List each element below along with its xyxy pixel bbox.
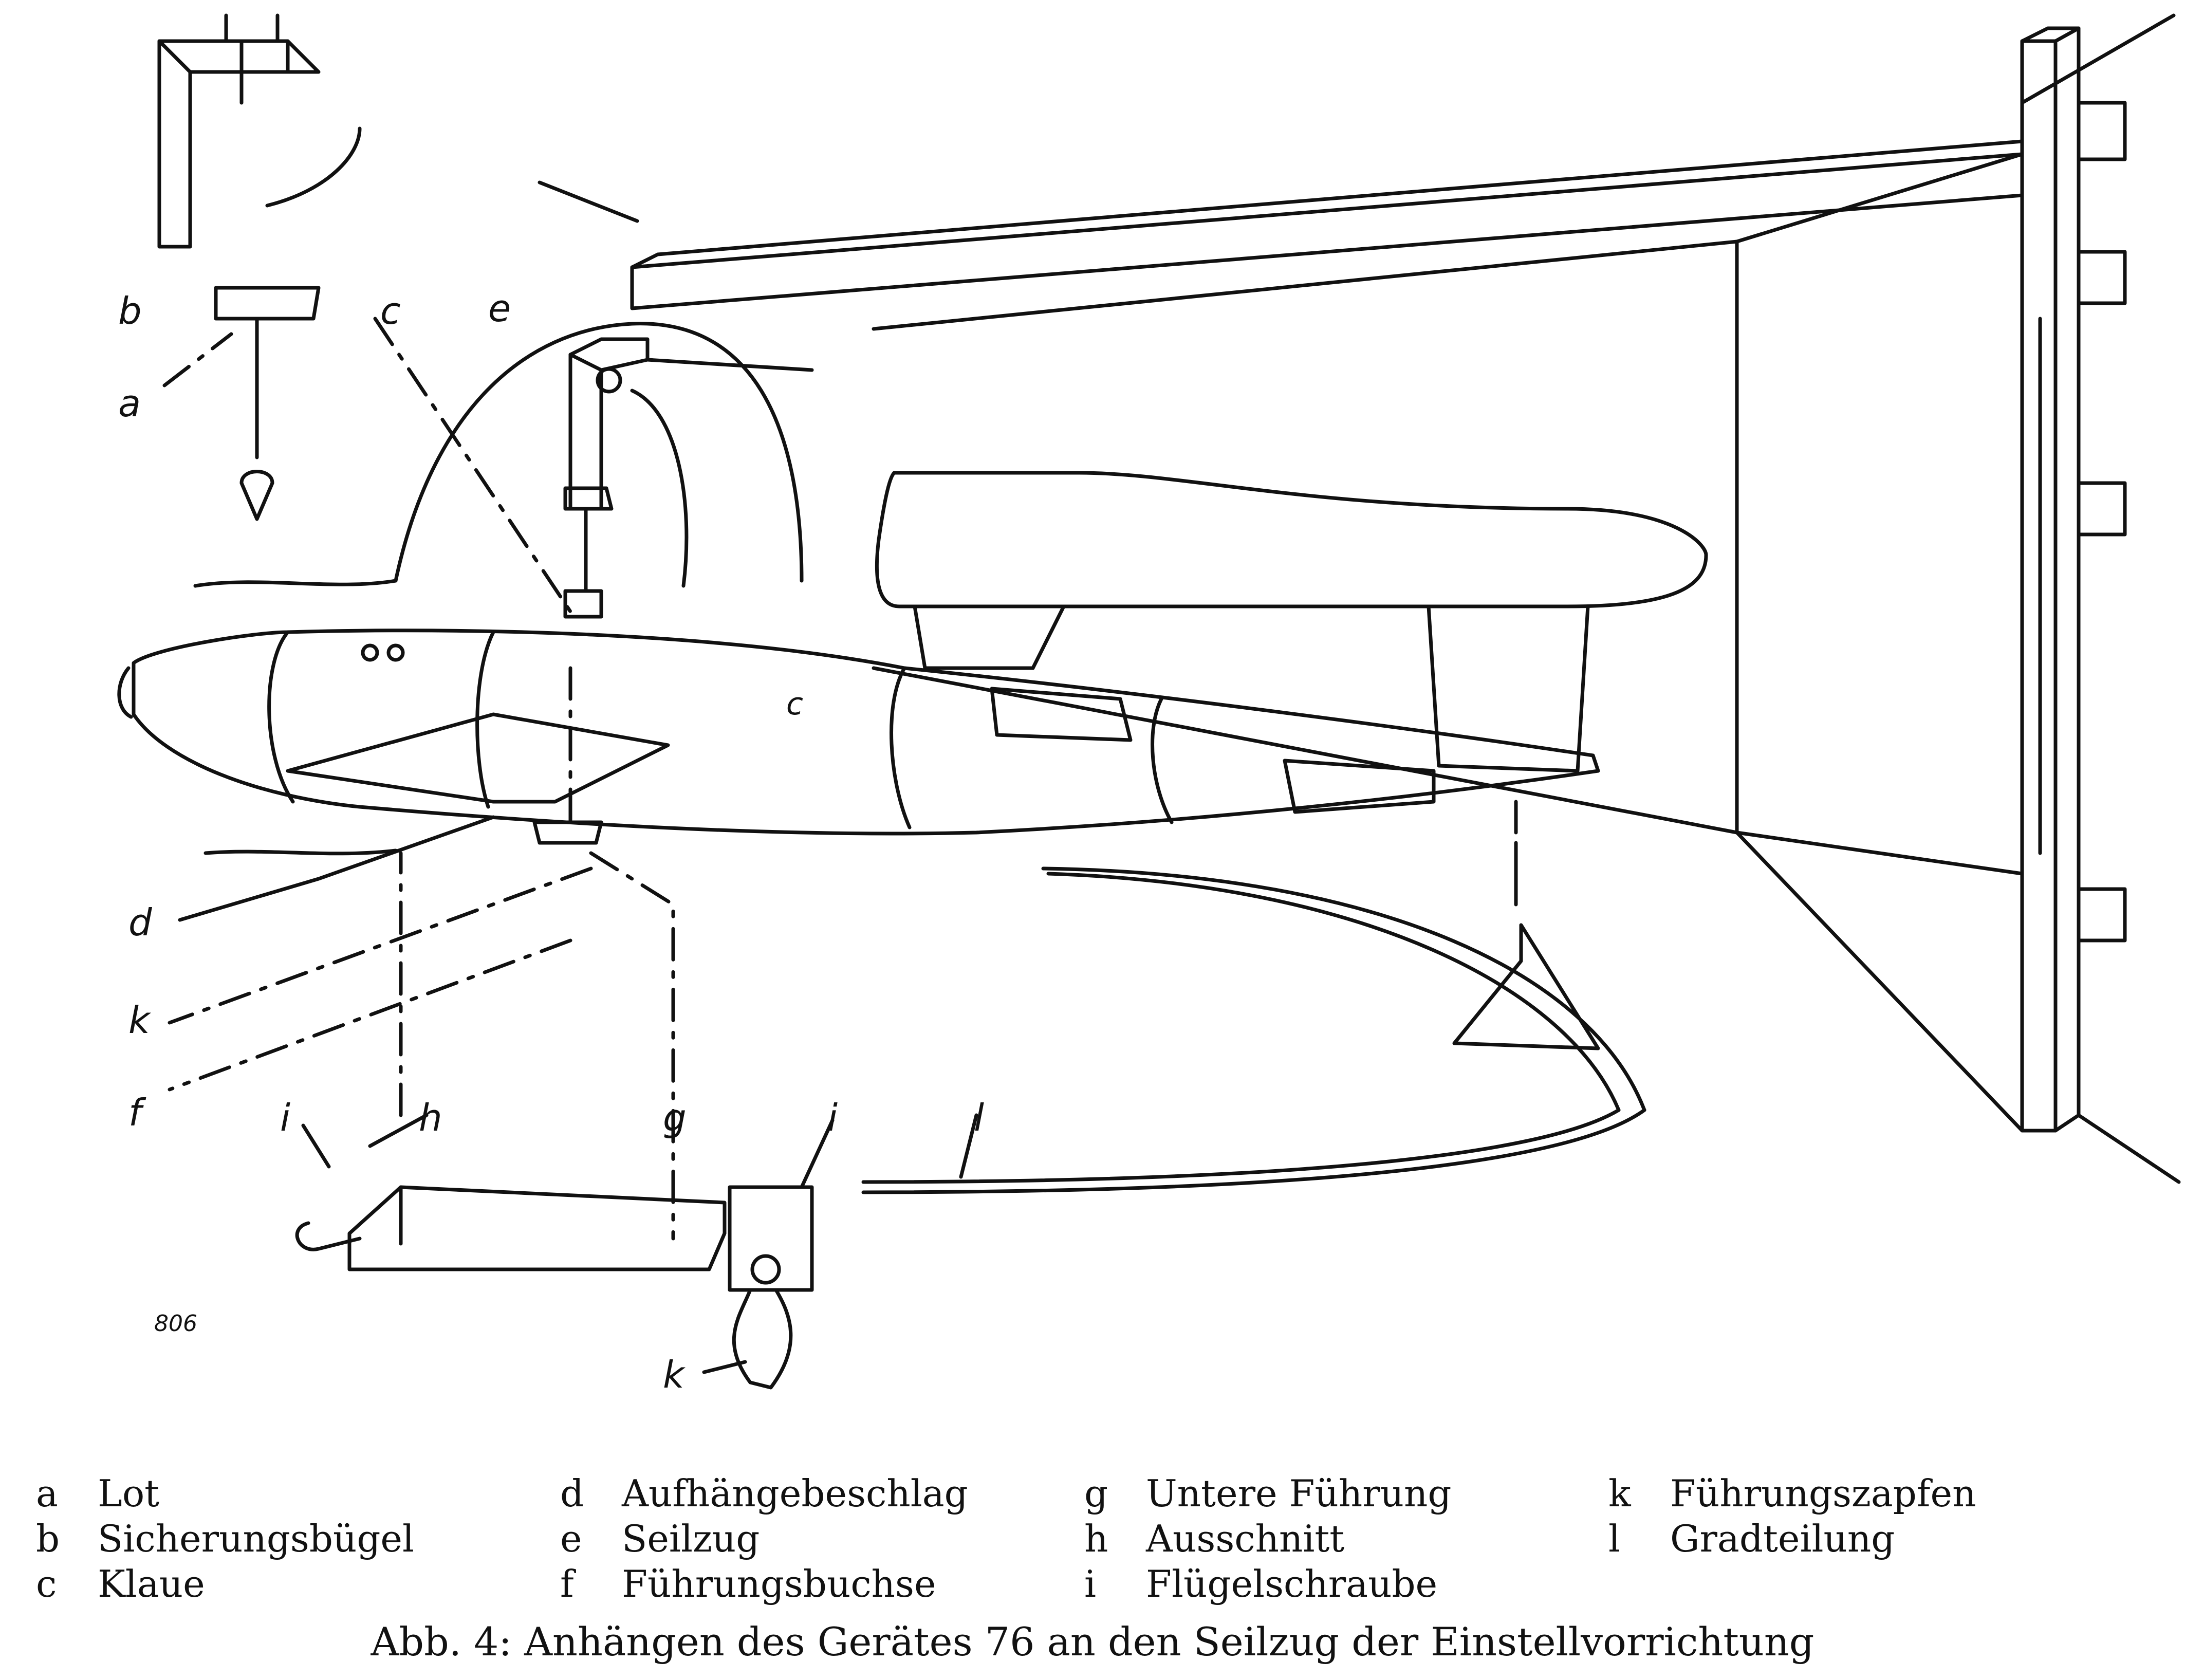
solid-leaders (178, 815, 978, 1374)
label-h: h (419, 1096, 442, 1139)
label-d: d (128, 901, 153, 944)
figure-number: 806 (154, 1310, 197, 1337)
label-e: e (488, 287, 511, 330)
label-i-right: i (827, 1096, 838, 1139)
label-b: b (118, 289, 142, 333)
figure-caption: Abb. 4: Anhängen des Gerätes 76 an den S… (371, 1619, 1814, 1665)
label-g: g (663, 1096, 687, 1139)
label-c-body: c (786, 686, 803, 722)
label-f: f (128, 1091, 146, 1134)
label-i-left: i (280, 1096, 290, 1139)
lower-guide-detail (295, 1185, 814, 1390)
label-c: c (380, 289, 401, 333)
mounting-frame (193, 13, 2181, 1184)
fuselage-device-76 (117, 629, 1600, 845)
leader-lines (162, 317, 1518, 1241)
label-k-bottom: k (663, 1353, 686, 1396)
plumb-line-detail (157, 13, 362, 521)
label-k-mid: k (128, 999, 152, 1042)
label-a: a (118, 382, 141, 425)
label-l: l (974, 1096, 984, 1139)
pulse-jet-engine (875, 471, 1708, 773)
gradteilung-arc (861, 841, 1646, 1194)
technical-drawing: b c e a c d k f i h g i l k 806 (117, 13, 2181, 1396)
